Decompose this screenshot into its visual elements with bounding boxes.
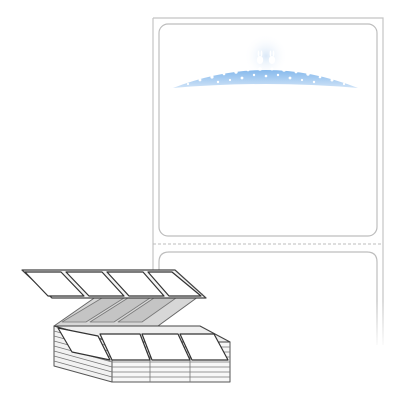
meadow-hill: [173, 70, 358, 88]
bunny-icon: [256, 50, 276, 64]
flower-icons: [186, 67, 346, 86]
moon-glow: [244, 34, 288, 78]
fold-panel-labels: [61, 297, 177, 323]
bunny-meadow-artwork: [173, 34, 358, 88]
fanfold-stack: [21, 269, 231, 383]
liner-edge-top-right: [153, 17, 384, 345]
top-row-labels: [24, 271, 202, 297]
bottom-row-labels: [57, 327, 229, 361]
